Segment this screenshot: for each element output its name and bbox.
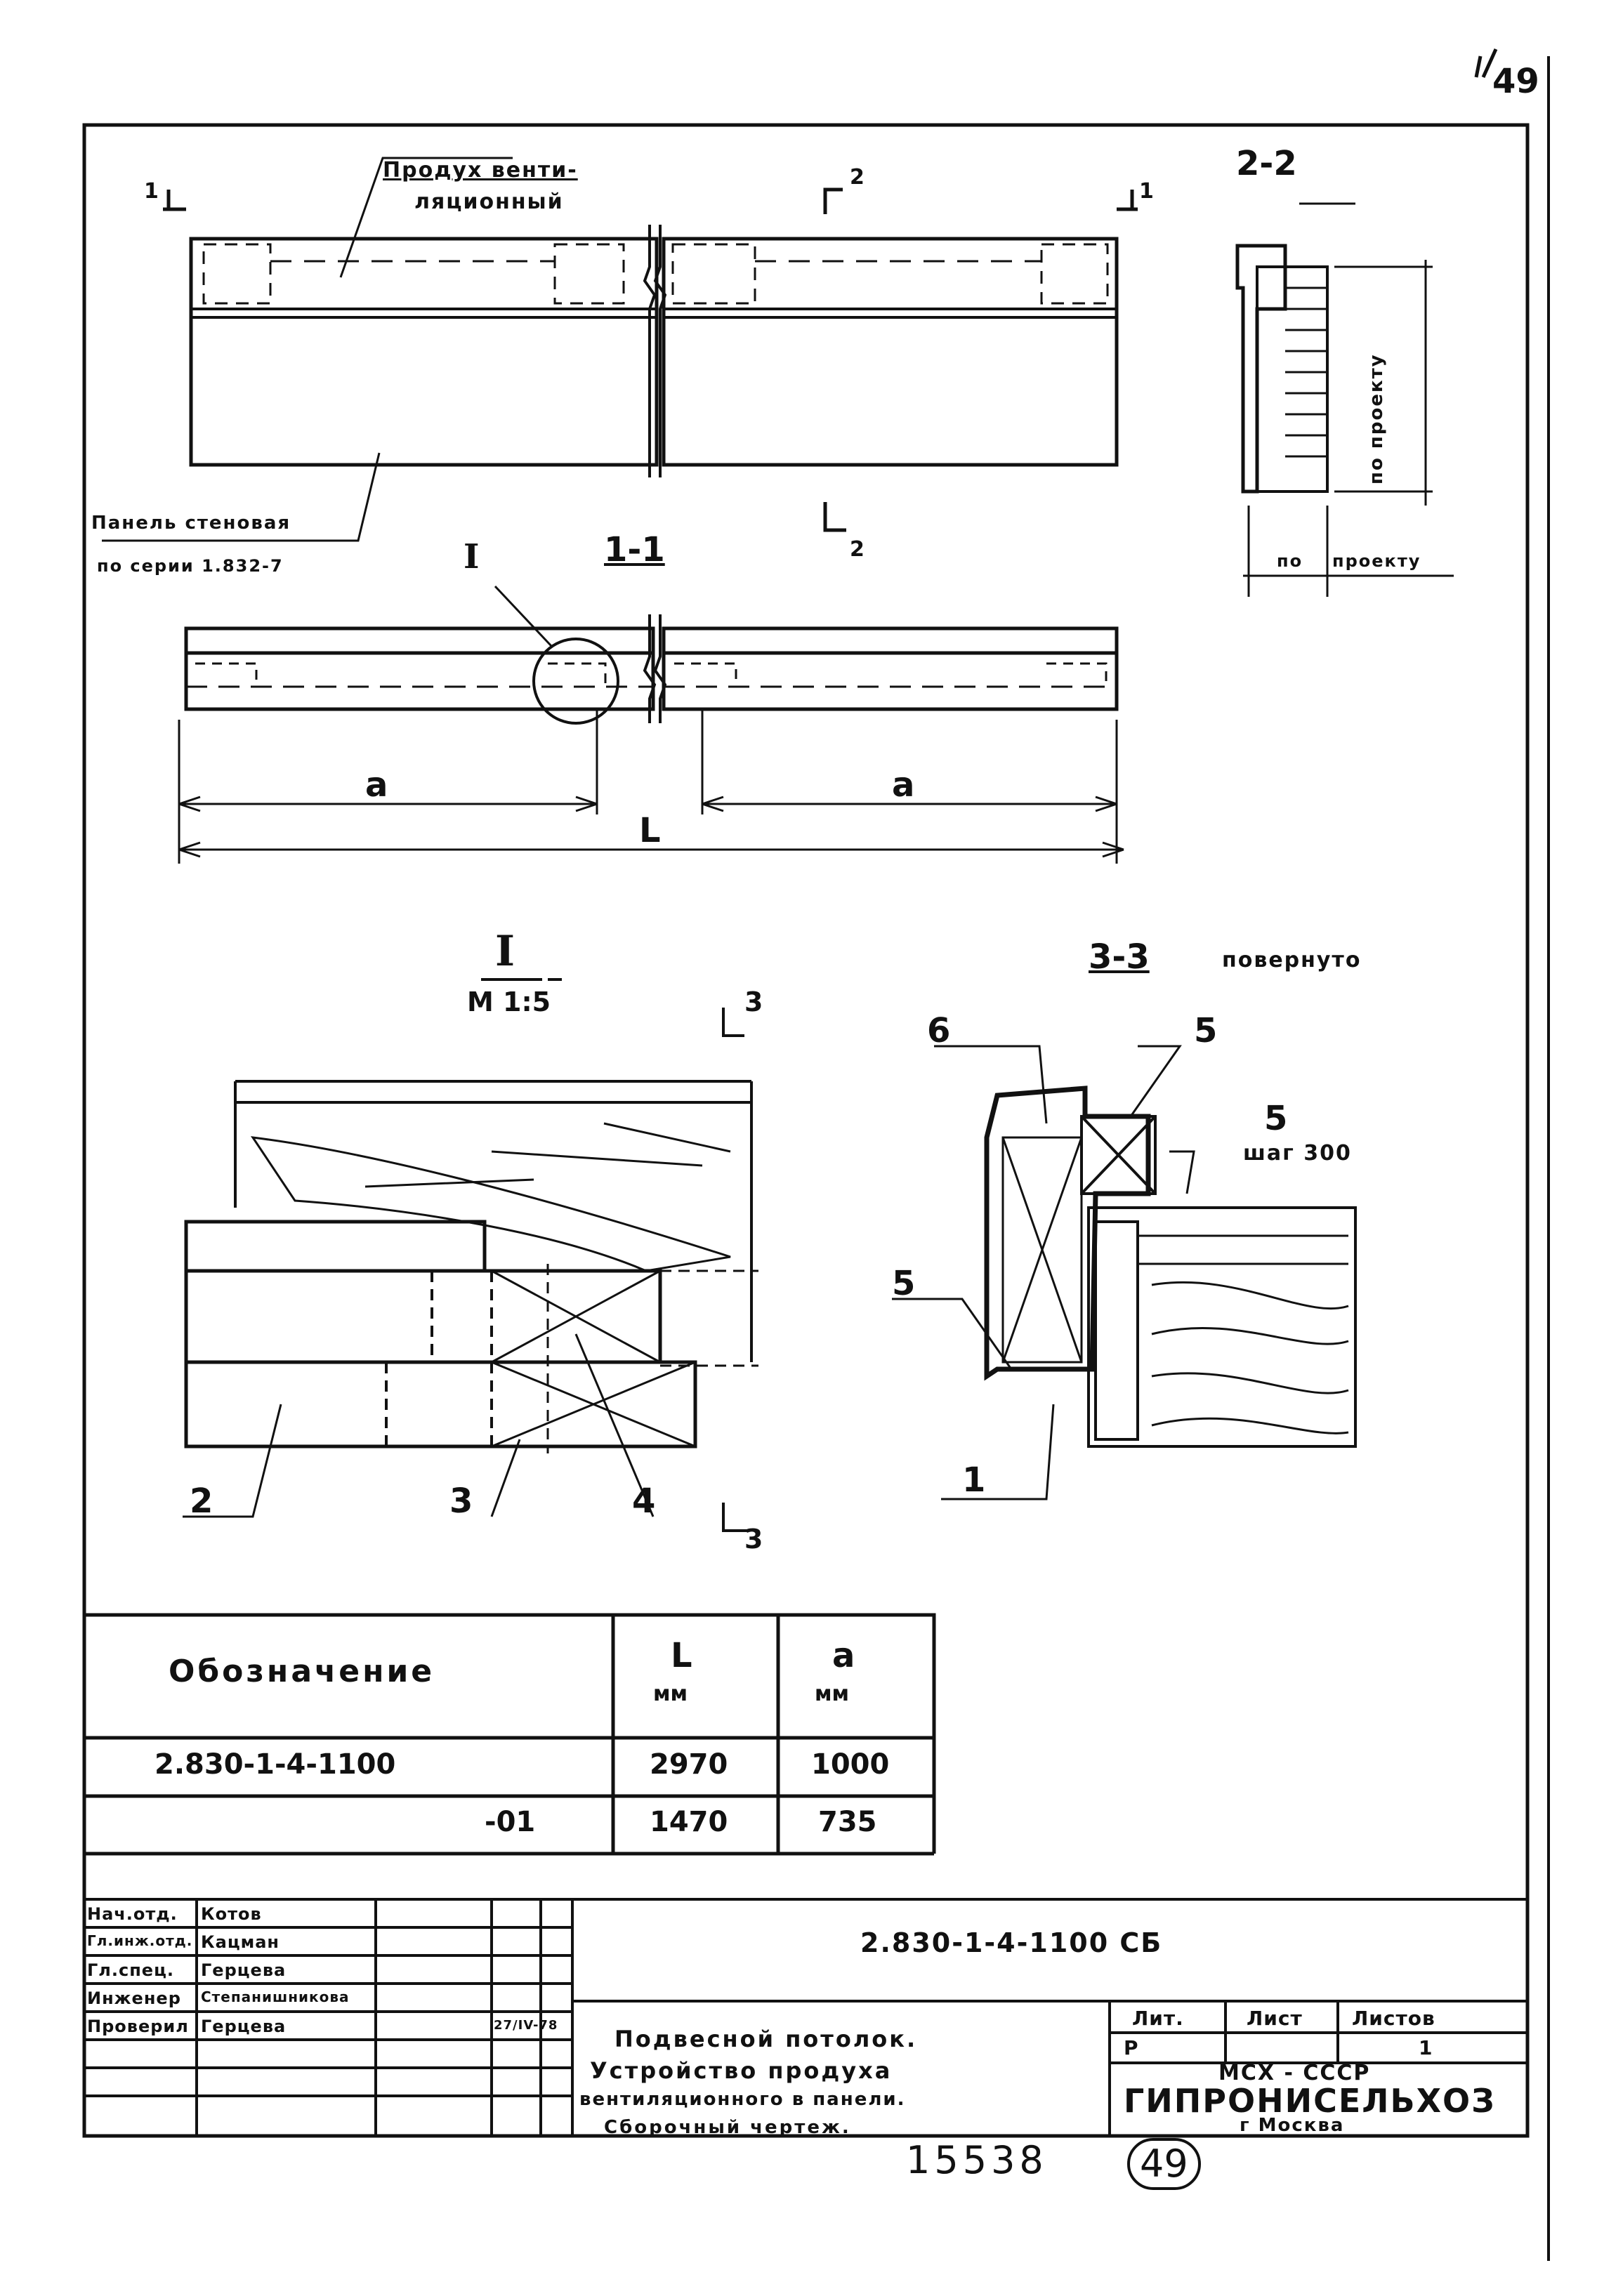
table-row-1-a: 1000 [811, 1748, 890, 1781]
sheets-value: 1 [1419, 2036, 1433, 2059]
callout-6: 6 [927, 1011, 951, 1050]
duct-label-line2: ляционный [414, 190, 564, 214]
title-line-4: Сборочный чертеж. [604, 2117, 851, 2138]
table-header-L: L [671, 1636, 692, 1675]
duct-label-line1: Продух венти- [383, 158, 578, 183]
section-2-2-mark-bottom: 2 [850, 537, 866, 562]
table-row-1-L: 2970 [650, 1748, 728, 1781]
sheet-corner-number: 49 [1492, 62, 1539, 101]
section-1-1-mark-left: 1 [144, 179, 160, 204]
callout-3: 3 [449, 1482, 473, 1521]
section-3-3-mark-top: 3 [744, 987, 763, 1017]
staff-role-4: Инженер [87, 1988, 181, 2008]
section-1-1-mark-right: 1 [1139, 179, 1155, 204]
lit-value: Р [1124, 2036, 1139, 2059]
panel-label-line2: по серии 1.832-7 [97, 556, 284, 576]
dimension-a-right: a [892, 765, 915, 805]
approval-date: 27/IV-78 [494, 2018, 558, 2033]
section-3-3-view [892, 1045, 1357, 1500]
detail-I-scale: M 1:5 [467, 987, 551, 1017]
section-3-3-mark-bottom: 3 [744, 1524, 763, 1555]
staff-name-2: Кацман [201, 1932, 280, 1952]
dimension-a-left: a [365, 765, 388, 805]
title-block-grid [84, 1898, 1527, 2136]
panel-label-line1: Панель стеновая [91, 513, 291, 534]
section-2-2-view [1235, 202, 1454, 597]
callout-2: 2 [190, 1482, 213, 1521]
dimension-proektu-horizontal: проекту [1332, 551, 1421, 571]
table-row-2-designation: -01 [485, 1806, 536, 1838]
dimension-po-proektu-vertical: по проекту [1366, 353, 1387, 484]
staff-role-2: Гл.инж.отд. [87, 1932, 193, 1949]
page-number: 49 [1127, 2138, 1201, 2190]
staff-role-3: Гл.спец. [87, 1960, 174, 1980]
sheets-header: Листов [1352, 2007, 1435, 2030]
staff-name-3: Герцева [201, 1960, 287, 1980]
sheet-frame [82, 123, 1530, 2138]
detail-I-reference: I [464, 537, 480, 576]
spec-table-grid [84, 1613, 936, 1856]
staff-role-1: Нач.отд. [87, 1904, 178, 1924]
lit-header: Лит. [1132, 2007, 1184, 2030]
staff-name-5: Герцева [201, 2017, 287, 2036]
staff-name-1: Котов [201, 1904, 262, 1924]
sheet-header: Лист [1247, 2007, 1303, 2030]
table-row-1-designation: 2.830-1-4-1100 [155, 1748, 396, 1781]
table-row-2-a: 735 [818, 1806, 877, 1838]
callout-4: 4 [632, 1482, 656, 1521]
section-2-2-mark-top: 2 [850, 165, 866, 190]
staff-name-4: Степанишникова [201, 1988, 350, 2005]
callout-5-left: 5 [892, 1264, 916, 1303]
detail-I-title: I [495, 927, 515, 976]
dimension-po-label: по [1277, 551, 1303, 571]
document-code: 2.830-1-4-1100 СБ [860, 1927, 1163, 1958]
callout-5-right: 5 [1264, 1099, 1288, 1138]
table-header-a-unit: мм [815, 1682, 850, 1706]
section-1-1-view [178, 585, 1124, 864]
archive-number: 15538 [906, 2138, 1048, 2182]
title-line-1: Подвесной потолок. [615, 2026, 918, 2052]
top-view-panel [102, 157, 1138, 542]
callout-5-top: 5 [1194, 1011, 1218, 1050]
callout-1: 1 [962, 1460, 986, 1500]
corner-mark [1474, 48, 1498, 79]
staff-role-5: Проверил [87, 2017, 189, 2036]
section-1-1-title: 1-1 [604, 530, 665, 569]
dimension-L: L [639, 811, 661, 850]
title-line-3: вентиляционного в панели. [579, 2089, 906, 2110]
org-line-1: МСХ - СССР [1218, 2061, 1371, 2085]
detail-I-view [183, 978, 758, 1532]
table-header-designation: Обозначение [169, 1654, 435, 1689]
org-line-2: ГИПРОНИСЕЛЬХОЗ [1124, 2082, 1496, 2120]
table-header-L-unit: мм [653, 1682, 688, 1706]
section-2-2-title: 2-2 [1236, 144, 1297, 183]
table-header-a: a [832, 1636, 855, 1675]
org-line-3: г Москва [1240, 2115, 1345, 2136]
title-line-2: Устройство продуха [590, 2057, 893, 2084]
table-row-2-L: 1470 [650, 1806, 728, 1838]
section-3-3-note: повернуто [1222, 948, 1362, 972]
section-3-3-title: 3-3 [1089, 937, 1150, 977]
callout-step: шаг 300 [1243, 1141, 1352, 1166]
